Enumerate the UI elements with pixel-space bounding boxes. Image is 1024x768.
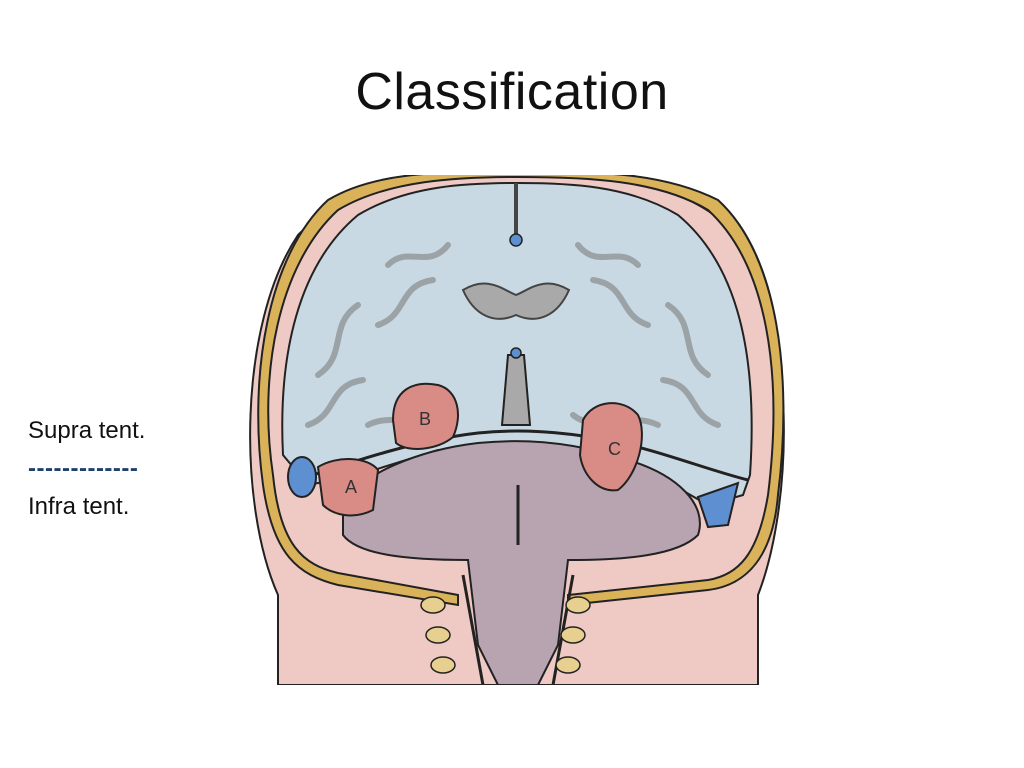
brain-coronal-illustration: A B C bbox=[238, 175, 793, 685]
lesion-b-label: B bbox=[419, 409, 431, 429]
transverse-sinus-left bbox=[287, 456, 317, 498]
transverse-sinus-right bbox=[696, 481, 740, 529]
third-ventricle bbox=[500, 354, 532, 426]
label-infra-tentorial: Infra tent. bbox=[28, 493, 130, 520]
cerebellum bbox=[342, 440, 701, 685]
label-supra-tentorial: Supra tent. bbox=[28, 417, 146, 444]
lesion-a-label: A bbox=[345, 477, 357, 497]
lesion-a bbox=[316, 458, 380, 517]
label-divider: ------------- bbox=[28, 455, 139, 482]
lesion-c bbox=[578, 402, 643, 492]
gyri-pattern bbox=[305, 242, 721, 428]
tentorium bbox=[312, 429, 749, 482]
slide-title: Classification bbox=[355, 63, 669, 121]
lateral-ventricles bbox=[461, 282, 571, 320]
brain-illustration-svg: A B C bbox=[249, 175, 785, 685]
lesion-c-label: C bbox=[608, 439, 621, 459]
side-labels: Supra tent. ------------- Infra tent. bbox=[28, 412, 145, 526]
ventricle-dot bbox=[510, 347, 522, 359]
sinus-top bbox=[509, 233, 523, 247]
vertebrae bbox=[420, 596, 591, 674]
skull-bone bbox=[257, 175, 785, 607]
lesion-b bbox=[391, 382, 459, 450]
